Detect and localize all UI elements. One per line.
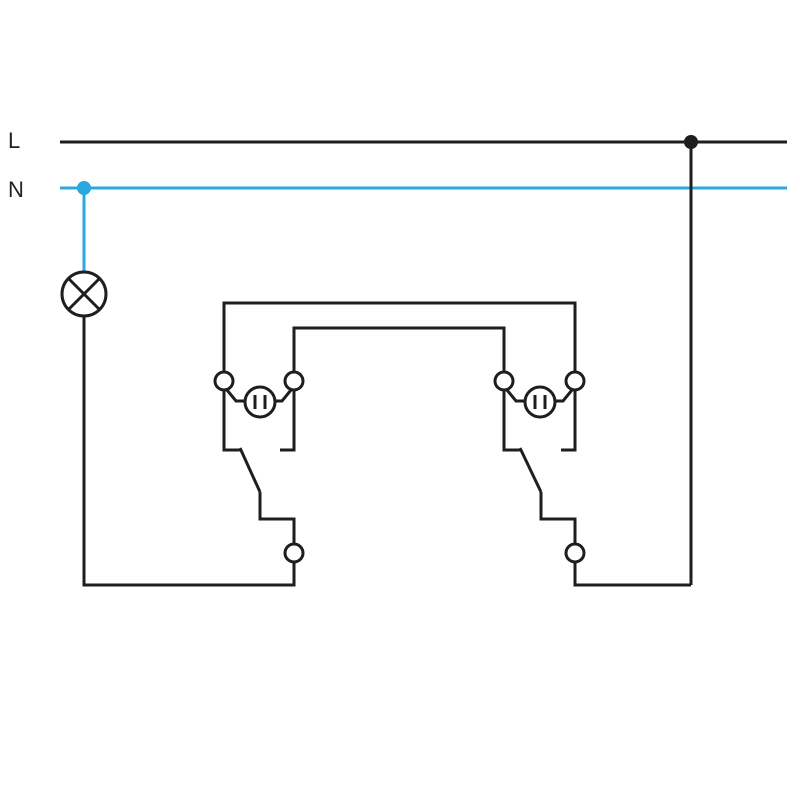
switch1-terminal-common [283,542,305,564]
switch1-right-contact-wire [280,390,296,452]
switch2-terminal-left [493,370,515,392]
switch1-glow-lamp-icon [243,385,277,419]
switch-2 [493,370,586,564]
lamp-icon [60,270,108,318]
label-phase: L [8,128,21,153]
outer-traveller-wire [222,301,577,372]
switch2-lever [518,447,543,493]
switch2-glow-left-wire [505,389,525,403]
switch2-common-wire-inner [539,492,577,544]
switch2-glow-right-wire [556,389,574,403]
phase-wiring [60,140,787,587]
switch1-common-wire [258,492,296,544]
phase-junction-dot [684,135,698,149]
switch1-left-contact-wire [222,390,240,452]
label-neutral: N [8,177,24,202]
switch2-terminal-common [564,542,586,564]
switch-1 [213,370,305,564]
neutral-junction-dot [77,181,91,195]
switch2-common-wire [573,562,691,587]
switch1-glow-left-wire [225,389,245,403]
switch1-lever [238,447,262,493]
lamp-return-wire [82,316,296,587]
switch1-glow-right-wire [275,389,293,403]
switch1-terminal-right [283,370,305,392]
switch2-right-contact-wire [561,390,577,452]
switch2-left-contact-wire [502,390,520,452]
neutral-wiring [60,186,787,272]
switch2-terminal-right [564,370,586,392]
switch1-terminal-left [213,370,235,392]
switch2-glow-lamp-icon [523,385,557,419]
inner-traveller-wire [292,326,506,372]
